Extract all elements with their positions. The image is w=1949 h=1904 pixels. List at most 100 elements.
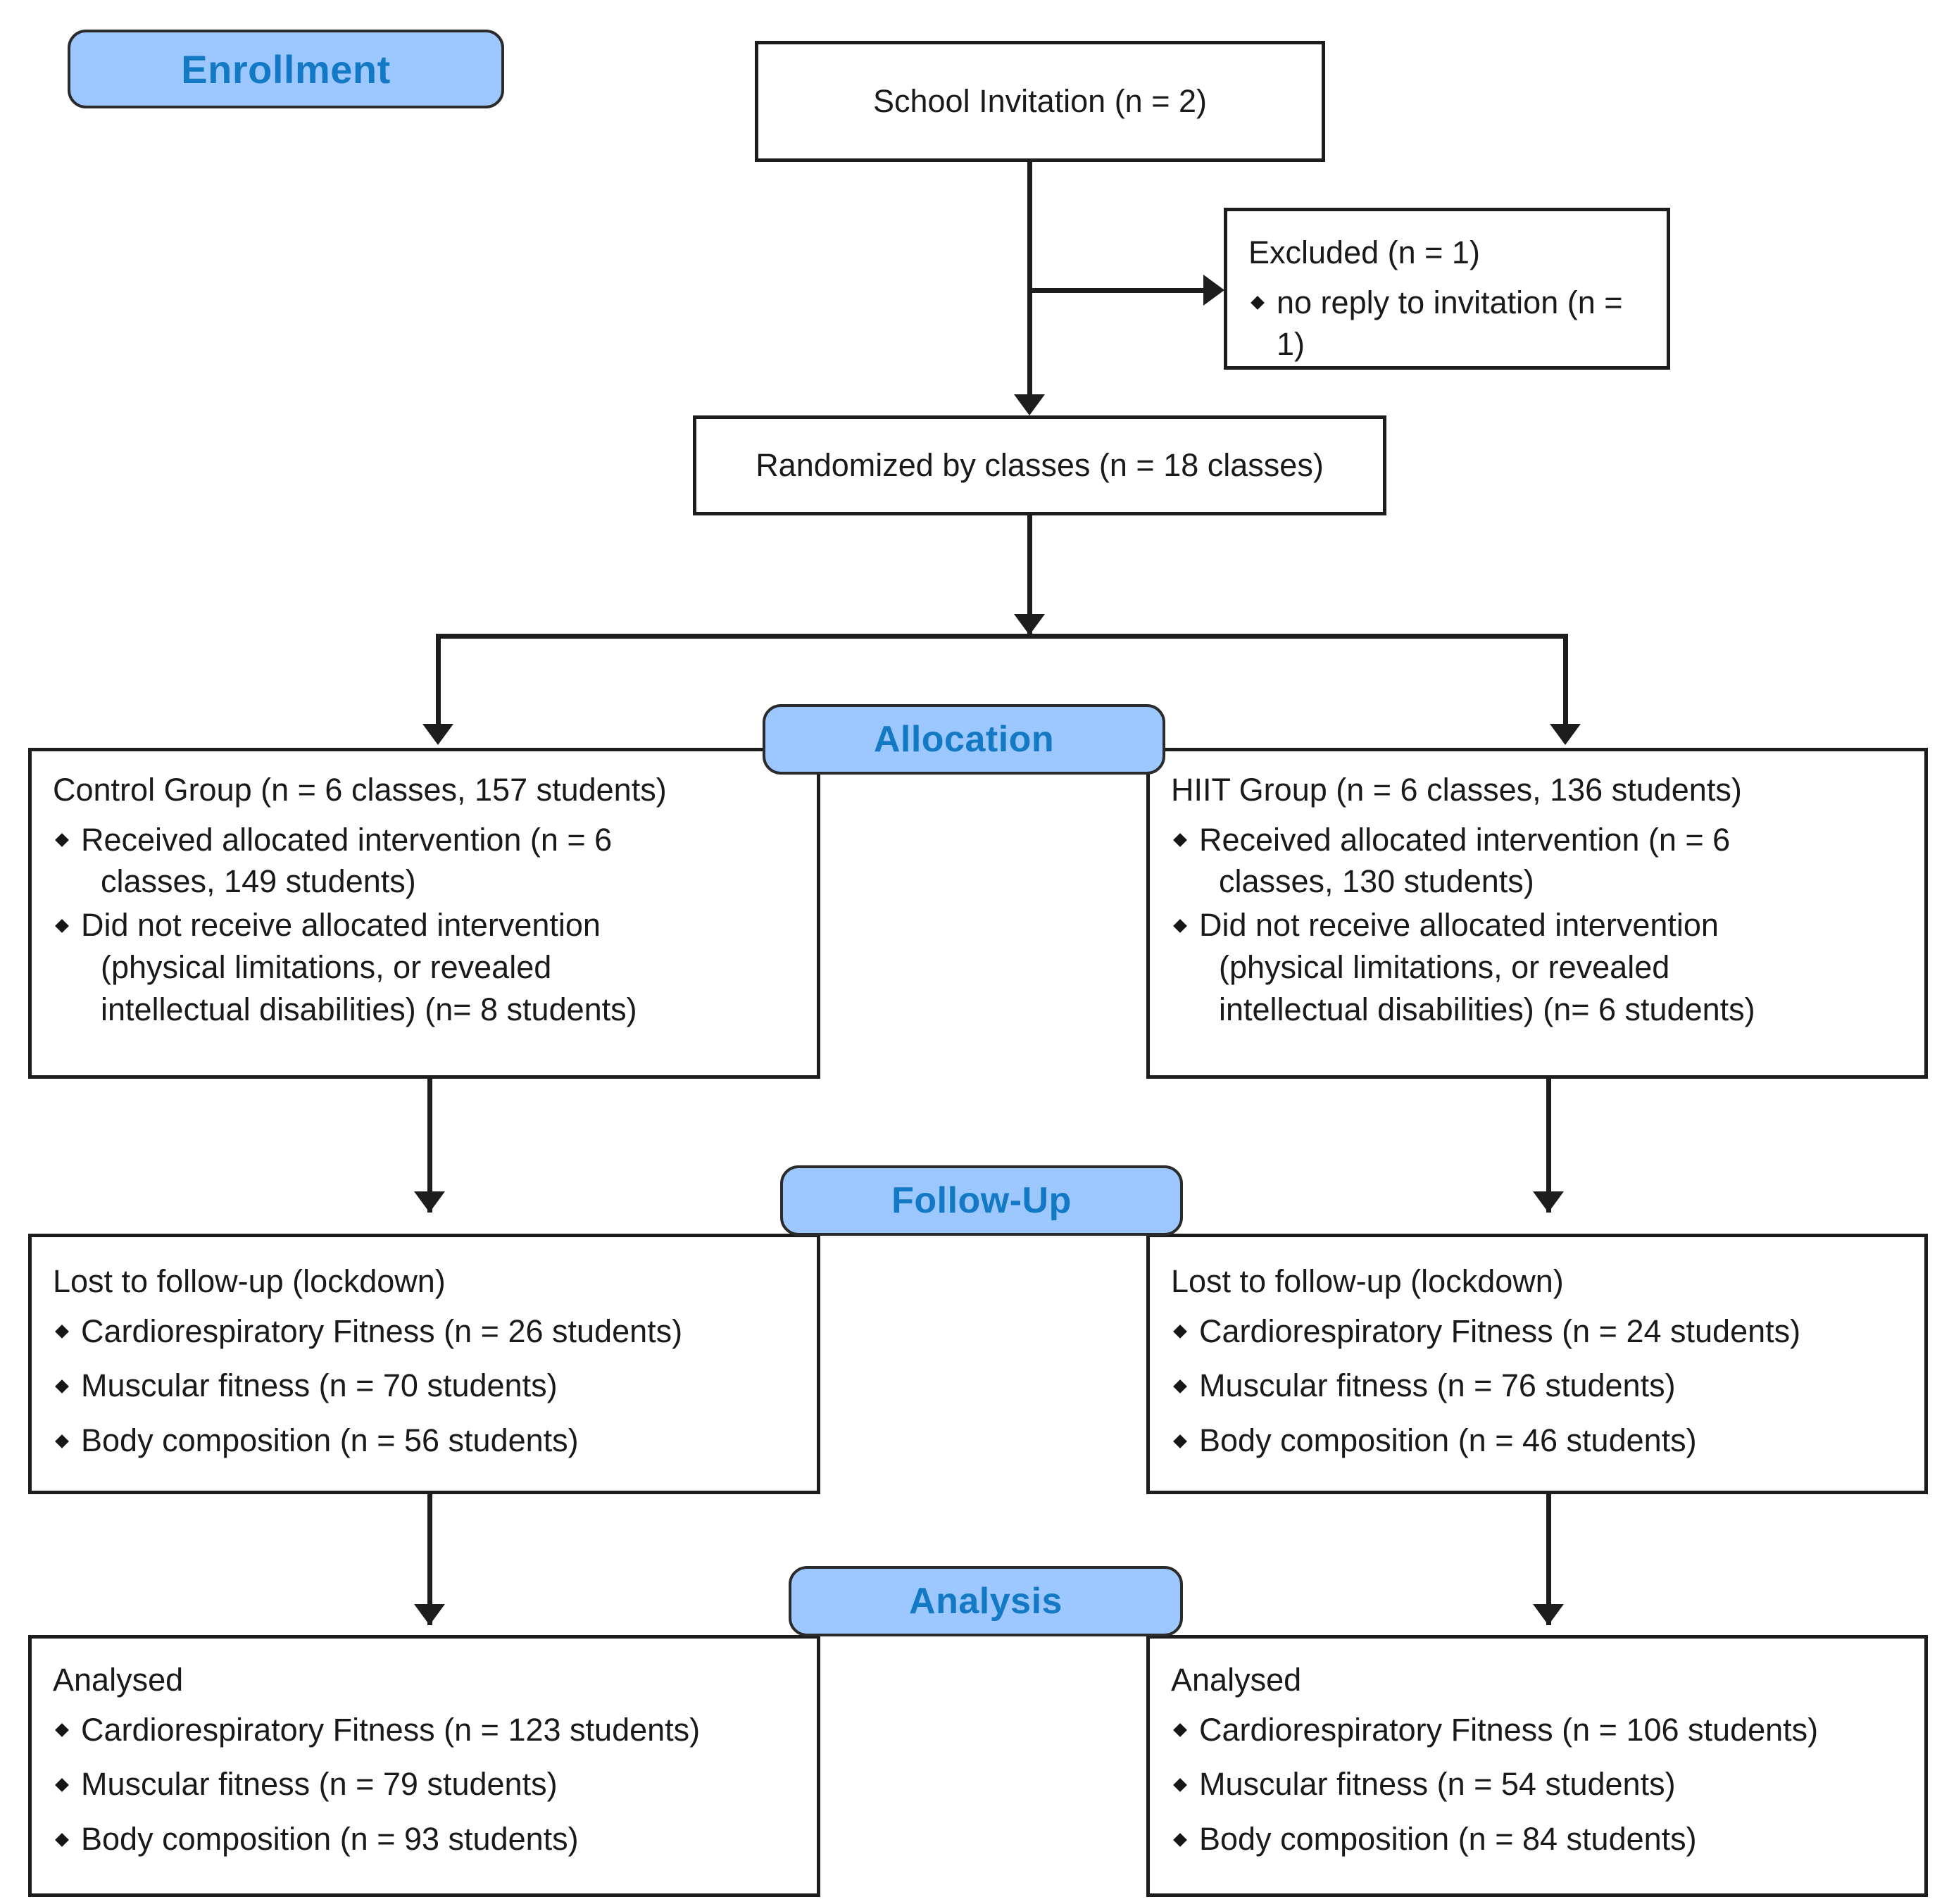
diamond-bullet-icon [55,1777,69,1792]
analysis-control-list: Cardiorespiratory Fitness (n = 123 stude… [53,1709,796,1861]
excluded-title: Excluded (n = 1) [1248,234,1480,270]
control-item-0-line1: Received allocated intervention (n = 6 [81,821,613,858]
connector-followup-hiit-to-analysis [1546,1494,1551,1625]
list-item: Body composition (n = 84 students) [1171,1818,1903,1860]
diamond-bullet-icon [1173,1723,1187,1737]
connector-split-to-hiit [1563,634,1568,724]
excluded-item-text: no reply to invitation (n = 1) [1277,284,1623,363]
diamond-bullet-icon [55,833,69,847]
hiit-item-0-line1: Received allocated intervention (n = 6 [1199,821,1731,858]
split-bar-allocation [436,634,1568,639]
hiit-item-1-line3: intellectual disabilities) (n= 6 student… [1219,991,1755,1027]
diamond-bullet-icon [1173,1379,1187,1393]
node-analysis-hiit: Analysed Cardiorespiratory Fitness (n = … [1146,1635,1928,1897]
control-item-0-line2: classes, 149 students) [101,863,416,900]
stage-label-enrollment: Enrollment [68,30,504,108]
arrowhead-split-to-hiit [1550,724,1581,745]
list-item: no reply to invitation (n = 1) [1248,282,1646,366]
list-item: Muscular fitness (n = 70 students) [53,1365,796,1407]
list-item: Body composition (n = 93 students) [53,1818,796,1860]
list-item: Did not receive allocated intervention (… [1171,904,1903,1031]
list-item: Cardiorespiratory Fitness (n = 123 stude… [53,1709,796,1751]
control-group-list: Received allocated intervention (n = 6 c… [53,819,796,1031]
analysis-control-item-0: Cardiorespiratory Fitness (n = 123 stude… [81,1711,701,1748]
control-item-1-line2: (physical limitations, or revealed [101,949,552,986]
stage-label-analysis: Analysis [789,1566,1183,1636]
hiit-group-list: Received allocated intervention (n = 6 c… [1171,819,1903,1031]
node-hiit-group: HIIT Group (n = 6 classes, 136 students)… [1146,748,1928,1079]
stage-label-follow-up-text: Follow-Up [891,1180,1072,1221]
list-item: Cardiorespiratory Fitness (n = 26 studen… [53,1310,796,1353]
diamond-bullet-icon [55,1723,69,1737]
control-group-title: Control Group (n = 6 classes, 157 studen… [53,772,667,808]
list-item: Body composition (n = 46 students) [1171,1420,1903,1462]
analysis-control-item-2: Body composition (n = 93 students) [81,1821,579,1858]
stage-label-follow-up: Follow-Up [780,1165,1183,1236]
diamond-bullet-icon [1251,296,1265,310]
school-invitation-text: School Invitation (n = 2) [872,83,1208,120]
analysis-hiit-title: Analysed [1171,1662,1302,1698]
stage-label-enrollment-text: Enrollment [181,46,391,92]
connector-to-excluded [1027,288,1220,293]
analysis-hiit-item-2: Body composition (n = 84 students) [1199,1821,1697,1858]
list-item: Body composition (n = 56 students) [53,1420,796,1462]
followup-control-item-2: Body composition (n = 56 students) [81,1422,579,1459]
followup-hiit-item-1: Muscular fitness (n = 76 students) [1199,1367,1676,1404]
diamond-bullet-icon [1173,1434,1187,1448]
connector-split-to-control [436,634,441,724]
diamond-bullet-icon [55,1379,69,1393]
connector-invitation-to-randomized [1027,162,1032,410]
list-item: Cardiorespiratory Fitness (n = 106 stude… [1171,1709,1903,1751]
followup-control-title: Lost to follow-up (lockdown) [53,1263,446,1299]
node-analysis-control: Analysed Cardiorespiratory Fitness (n = … [28,1635,820,1897]
node-school-invitation: School Invitation (n = 2) [755,41,1325,162]
analysis-hiit-item-1: Muscular fitness (n = 54 students) [1199,1766,1676,1803]
connector-followup-control-to-analysis [427,1494,432,1625]
arrowhead-hiit-to-followup [1533,1191,1564,1213]
analysis-control-title: Analysed [53,1662,184,1698]
node-followup-control: Lost to follow-up (lockdown) Cardiorespi… [28,1234,820,1494]
diamond-bullet-icon [1173,833,1187,847]
list-item: Muscular fitness (n = 76 students) [1171,1365,1903,1407]
control-item-1-line3: intellectual disabilities) (n= 8 student… [101,991,637,1027]
connector-hiit-to-followup [1546,1079,1551,1213]
list-item: Muscular fitness (n = 54 students) [1171,1763,1903,1805]
randomized-text: Randomized by classes (n = 18 classes) [756,447,1324,484]
diamond-bullet-icon [55,1434,69,1448]
diamond-bullet-icon [1173,918,1187,933]
diamond-bullet-icon [55,1324,69,1339]
hiit-item-1-line1: Did not receive allocated intervention [1199,907,1719,944]
diamond-bullet-icon [1173,1832,1187,1847]
arrowhead-followup-hiit-to-analysis [1533,1604,1564,1625]
stage-label-analysis-text: Analysis [909,1581,1063,1622]
stage-label-allocation-text: Allocation [873,719,1055,760]
analysis-control-item-1: Muscular fitness (n = 79 students) [81,1766,558,1803]
node-excluded: Excluded (n = 1) no reply to invitation … [1224,208,1670,370]
excluded-list: no reply to invitation (n = 1) [1248,282,1646,366]
analysis-hiit-list: Cardiorespiratory Fitness (n = 106 stude… [1171,1709,1903,1861]
analysis-hiit-item-0: Cardiorespiratory Fitness (n = 106 stude… [1199,1711,1819,1748]
followup-hiit-item-2: Body composition (n = 46 students) [1199,1422,1697,1459]
followup-hiit-title: Lost to follow-up (lockdown) [1171,1263,1564,1299]
list-item: Received allocated intervention (n = 6 c… [53,819,796,903]
followup-control-item-1: Muscular fitness (n = 70 students) [81,1367,558,1404]
diamond-bullet-icon [55,1832,69,1847]
diamond-bullet-icon [1173,1777,1187,1792]
hiit-item-1-line2: (physical limitations, or revealed [1219,949,1670,986]
followup-hiit-list: Cardiorespiratory Fitness (n = 24 studen… [1171,1310,1903,1463]
followup-control-item-0: Cardiorespiratory Fitness (n = 26 studen… [81,1313,683,1349]
list-item: Did not receive allocated intervention (… [53,904,796,1031]
connector-control-to-followup [427,1079,432,1213]
node-followup-hiit: Lost to follow-up (lockdown) Cardiorespi… [1146,1234,1928,1494]
arrowhead-to-excluded [1203,275,1224,306]
node-randomized: Randomized by classes (n = 18 classes) [693,415,1386,515]
diamond-bullet-icon [55,918,69,933]
diamond-bullet-icon [1173,1324,1187,1339]
list-item: Muscular fitness (n = 79 students) [53,1763,796,1805]
hiit-group-title: HIIT Group (n = 6 classes, 136 students) [1171,772,1742,808]
followup-hiit-item-0: Cardiorespiratory Fitness (n = 24 studen… [1199,1313,1801,1349]
arrowhead-randomized-to-split [1014,614,1045,635]
control-item-1-line1: Did not receive allocated intervention [81,907,601,944]
hiit-item-0-line2: classes, 130 students) [1219,863,1534,900]
